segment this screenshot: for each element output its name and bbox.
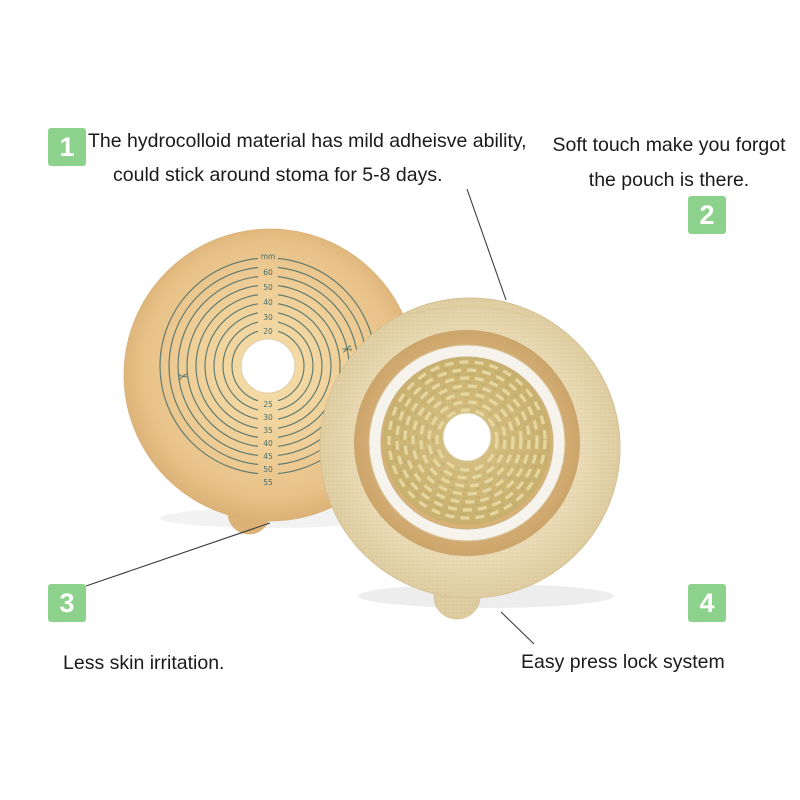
callout-2-badge: 2 bbox=[688, 196, 726, 234]
ring-label: 30 bbox=[263, 413, 273, 422]
ring-label: 60 bbox=[263, 268, 273, 277]
scissors-icon: ✂ bbox=[177, 369, 191, 386]
callout-3-text: Less skin irritation. bbox=[63, 652, 225, 674]
callout-1-text: The hydrocolloid material has mild adhei… bbox=[88, 124, 527, 192]
groove-rings-light bbox=[387, 360, 547, 520]
callout-1-badge: 1 bbox=[48, 128, 86, 166]
ring-label: 40 bbox=[263, 298, 273, 307]
ring-size-labels: mm 60 50 40 30 20 25 30 35 40 45 50 55 bbox=[261, 252, 276, 487]
leader-lines bbox=[85, 188, 535, 645]
groove-rings-dark bbox=[392, 365, 542, 515]
callout-1-line2: could stick around stoma for 5-8 days. bbox=[113, 164, 443, 186]
ring-label: 45 bbox=[263, 452, 273, 461]
ring-label: 50 bbox=[263, 465, 273, 474]
ring-label: 30 bbox=[263, 313, 273, 322]
callout-2-line2: the pouch is there. bbox=[588, 169, 750, 191]
press-lock-ring-inner-edge bbox=[380, 356, 554, 530]
press-lock-ring bbox=[369, 345, 565, 541]
callout-4-text: Easy press lock system bbox=[521, 651, 725, 673]
right-disc-center-hole bbox=[442, 412, 492, 462]
leader-line-callout3 bbox=[85, 522, 271, 587]
ring-label-unit: mm bbox=[261, 252, 276, 261]
ring-label: 35 bbox=[263, 426, 273, 435]
callout-3-badge: 3 bbox=[48, 584, 86, 622]
press-lock-ring-outer-edge bbox=[368, 344, 566, 542]
ring-label: 20 bbox=[263, 327, 273, 336]
label-channel-bottom bbox=[258, 396, 278, 494]
fabric-fold-highlight bbox=[407, 305, 533, 318]
leader-line-callout2 bbox=[466, 188, 507, 301]
left-disc-center-hole bbox=[240, 338, 296, 394]
callout-2-line1: Soft touch make you forgot bbox=[552, 134, 786, 156]
scissors-icon: ✂ bbox=[339, 339, 354, 357]
ring-label: 25 bbox=[263, 400, 273, 409]
ring-label: 55 bbox=[263, 478, 273, 487]
label-channel-top bbox=[258, 248, 278, 338]
callout-2-text: Soft touch make you forgot the pouch is … bbox=[543, 128, 795, 198]
press-lock-baseplate bbox=[319, 297, 621, 620]
ring-label: 50 bbox=[263, 283, 273, 292]
ring-label: 40 bbox=[263, 439, 273, 448]
callout-4-badge: 4 bbox=[688, 584, 726, 622]
callout-1-line1: The hydrocolloid material has mild adhei… bbox=[88, 130, 527, 152]
leader-line-callout4 bbox=[500, 611, 535, 645]
